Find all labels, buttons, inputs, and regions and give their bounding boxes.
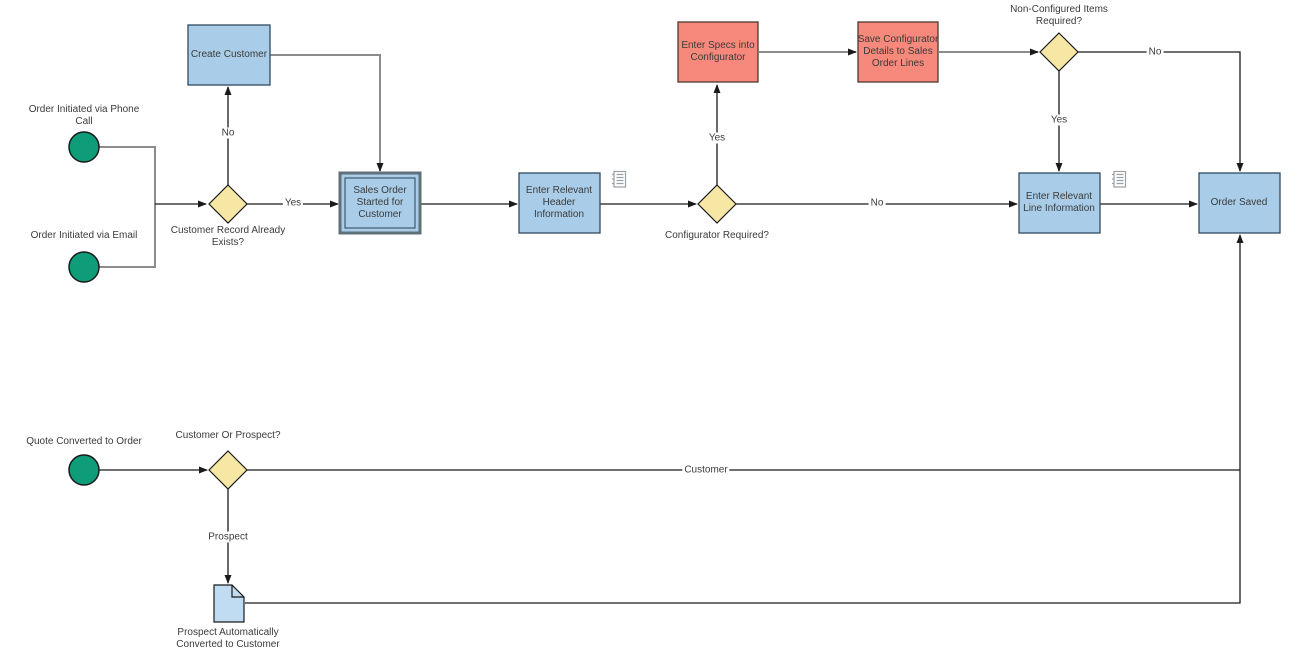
process-order-saved[interactable] (1198, 172, 1281, 234)
process-create-customer[interactable] (187, 24, 271, 86)
decision-customer-or-prospect[interactable] (208, 450, 248, 490)
decision-configurator-required[interactable] (697, 184, 737, 224)
subprocess-sales-order-started[interactable] (338, 171, 422, 235)
decision-non-configured-items[interactable] (1039, 32, 1079, 72)
document-fold-corner (231, 585, 244, 598)
note-icon (612, 170, 627, 188)
start-event-email[interactable] (68, 251, 100, 283)
process-enter-header-info[interactable] (518, 172, 601, 234)
connector-no-to-order-saved[interactable] (1078, 51, 1244, 172)
connector-document-to-order-saved[interactable] (245, 234, 1244, 604)
start-event-phone[interactable] (68, 131, 100, 163)
document-prospect-converted[interactable] (213, 584, 245, 623)
connector-create-customer-to-sales-order[interactable] (270, 54, 384, 172)
start-event-quote[interactable] (68, 454, 100, 486)
process-save-configurator[interactable] (857, 21, 939, 83)
process-enter-specs[interactable] (677, 21, 759, 83)
process-enter-line-info[interactable] (1018, 172, 1101, 234)
subprocess-inner-border (344, 177, 416, 229)
decision-customer-exists[interactable] (208, 184, 248, 224)
note-icon (1112, 170, 1127, 188)
connector-start-merge[interactable] (99, 146, 156, 268)
